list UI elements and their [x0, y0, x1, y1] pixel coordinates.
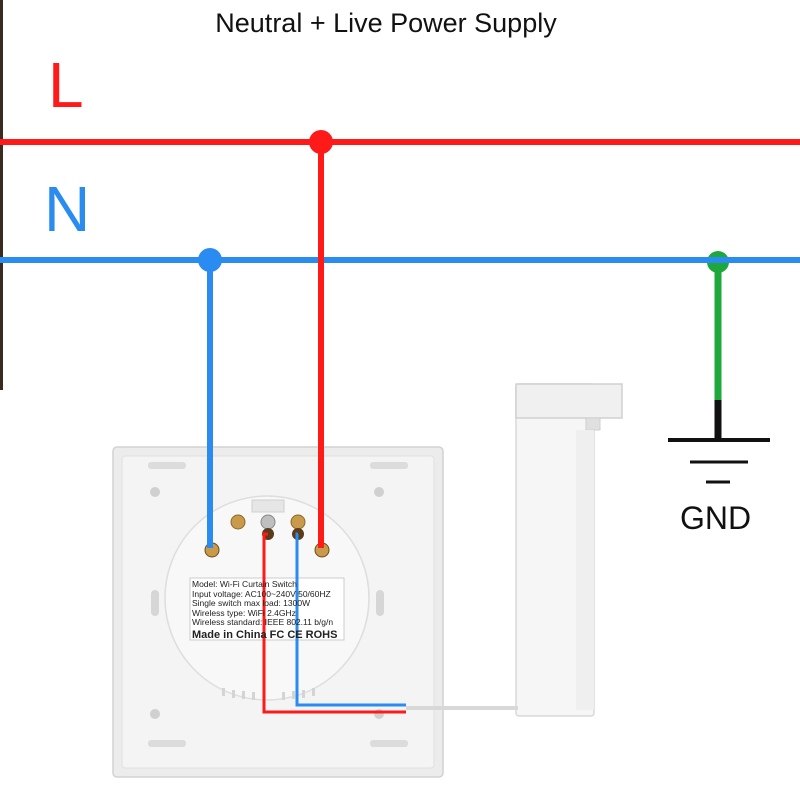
- motor-live-wire: [262, 532, 406, 714]
- neutral-label: N: [44, 173, 91, 245]
- spec-sticker: [189, 577, 345, 641]
- ground-symbol: [668, 438, 770, 484]
- motor-neutral-wire: [295, 532, 406, 707]
- sticker-max-load: Single switch max load: 1300W: [192, 598, 311, 608]
- sticker-origin: Made in China: [192, 628, 267, 641]
- spec-sticker-text: Model: Wi-Fi Curtain Switch Input voltag…: [192, 579, 342, 641]
- ground-label: GND: [680, 500, 752, 536]
- neutral-line: [0, 248, 800, 548]
- curtain-motor: [515, 383, 623, 717]
- sticker-input-voltage: Input voltage: AC100~240V 50/60HZ: [192, 588, 331, 599]
- sticker-wireless-type: Wireless type: WiFi 2.4GHz: [192, 607, 296, 618]
- image-edge: [0, 0, 3, 390]
- sticker-model: Model: Wi-Fi Curtain Switch: [192, 579, 297, 589]
- diagram-title: Neutral + Live Power Supply: [215, 8, 557, 38]
- live-line: [0, 130, 800, 548]
- ground-wire: [707, 251, 729, 440]
- live-label: L: [48, 49, 84, 121]
- wall-switch: [112, 446, 444, 778]
- sticker-certifications: FC CE ROHS: [269, 628, 338, 641]
- sticker-wireless-standard: Wireless standard: IEEE 802.11 b/g/n: [192, 617, 334, 627]
